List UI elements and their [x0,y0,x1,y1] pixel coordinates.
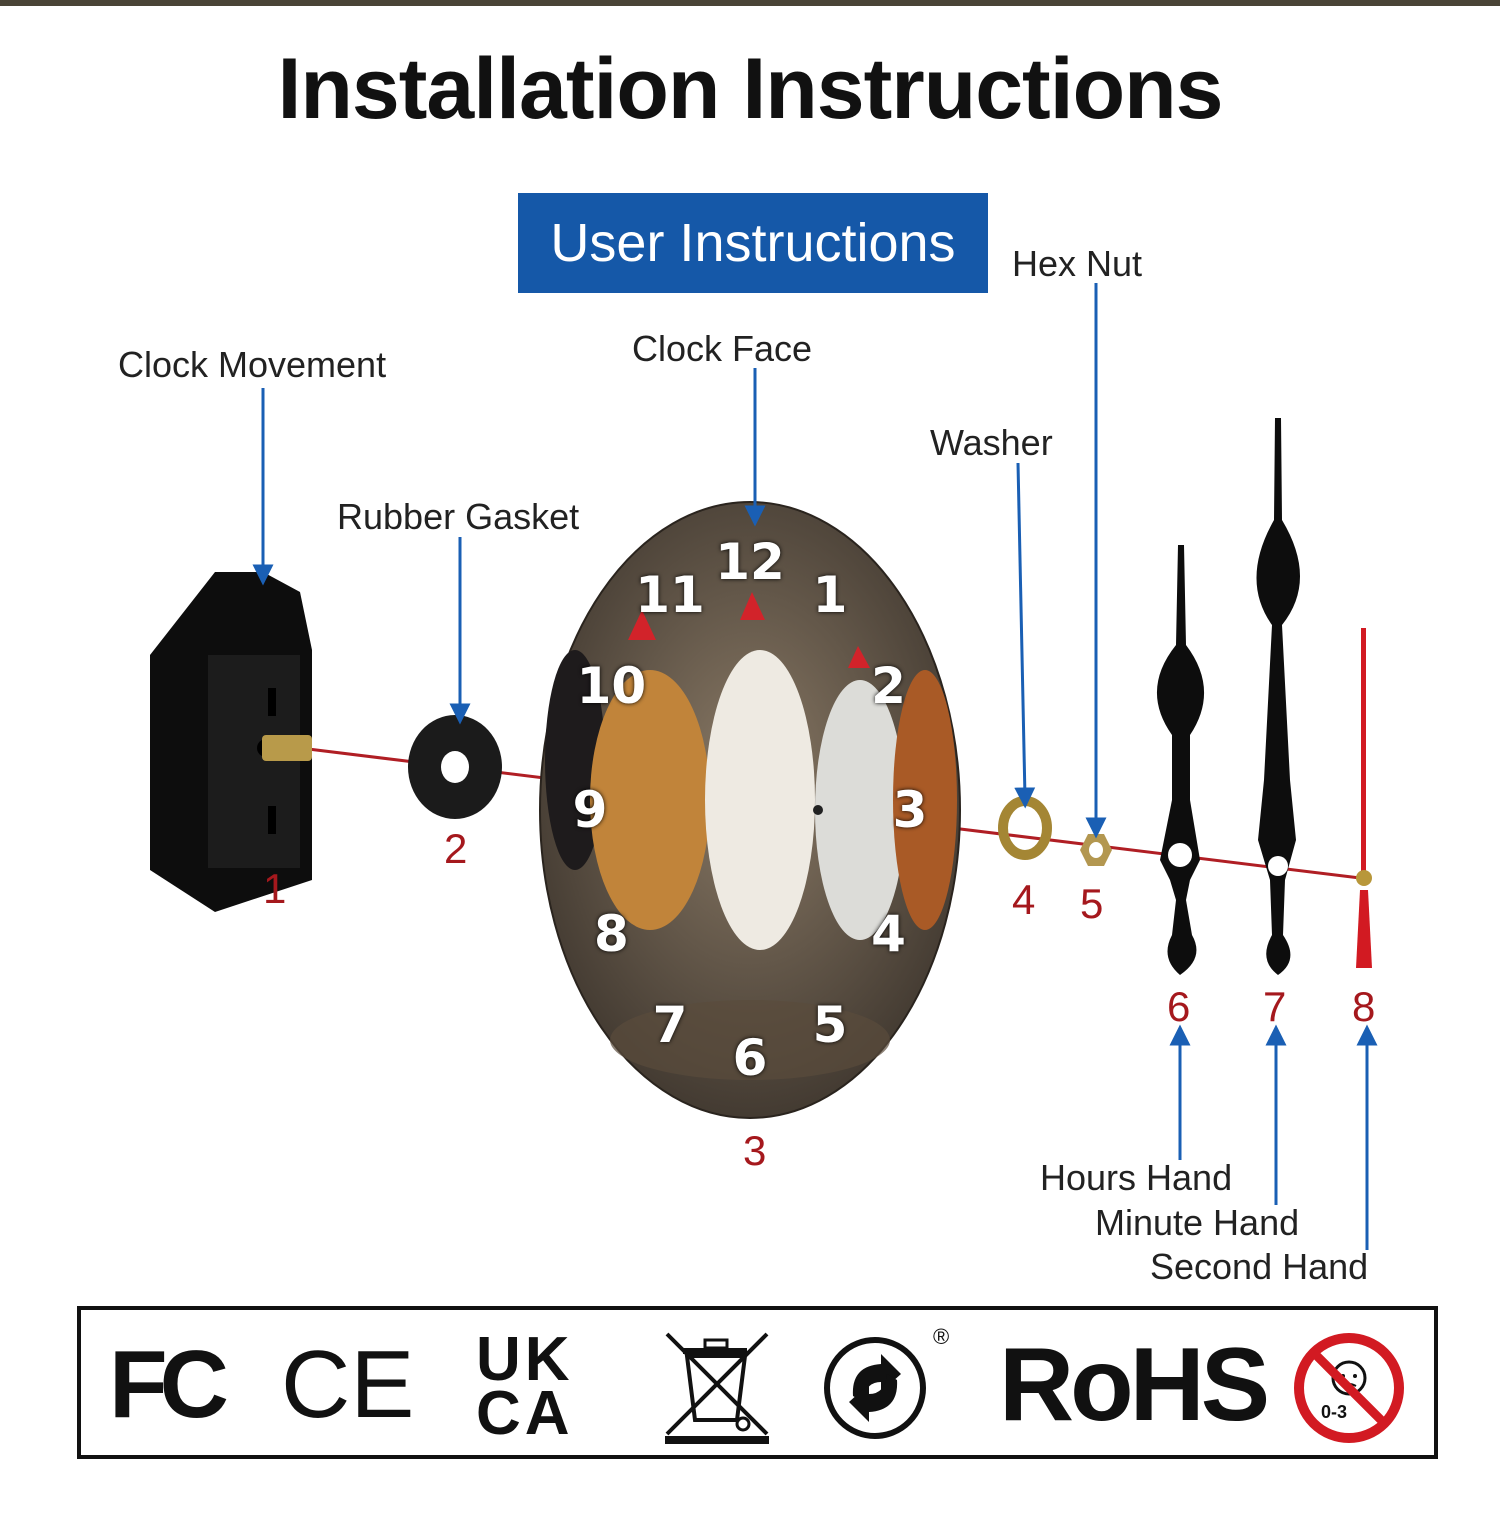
arrow-washer [1018,463,1025,798]
fc-logo: FC [109,1330,221,1440]
clock-numeral: 1 [813,566,848,624]
label-clock-face: Clock Face [632,328,812,370]
clock-numeral: 2 [871,657,906,715]
part-number-7: 7 [1263,983,1286,1031]
clock-numeral: 10 [577,657,647,715]
clock-numeral: 12 [715,533,785,591]
chicken-white-right [815,680,905,940]
registered-mark: ® [933,1324,949,1350]
part-number-5: 5 [1080,880,1103,928]
green-dot-icon [823,1332,935,1440]
age-label: 0-3 [1321,1402,1347,1423]
ukca-logo: UK CA [476,1332,611,1442]
part-number-6: 6 [1167,983,1190,1031]
label-hex-nut: Hex Nut [1012,243,1142,285]
clock-movement [150,572,312,912]
clock-numeral: 6 [733,1029,768,1087]
clock-numeral: 9 [573,781,608,839]
chicken-white-center [705,650,815,950]
hex-nut [1080,834,1112,866]
clock-numeral: 11 [635,566,705,624]
certification-box: FC CE UK CA ® RoHS 0-3 [77,1306,1438,1459]
washer [1003,801,1047,855]
clock-numeral: 4 [871,905,906,963]
label-second-hand: Second Hand [1150,1246,1368,1288]
part-number-1: 1 [263,865,286,913]
label-clock-movement: Clock Movement [118,344,386,386]
ce-logo: CE [281,1330,414,1440]
part-number-2: 2 [444,825,467,873]
weee-bin-icon [661,1328,773,1446]
age-warning-icon [1293,1332,1405,1444]
clock-numeral: 8 [594,905,629,963]
minute-hand [1256,418,1300,975]
label-washer: Washer [930,422,1053,464]
label-hours-hand: Hours Hand [1040,1157,1232,1199]
rubber-gasket [408,715,502,819]
clock-numeral: 3 [893,781,928,839]
part-number-3: 3 [743,1127,766,1175]
clock-numeral: 5 [813,996,848,1054]
rohs-logo: RoHS [999,1326,1266,1445]
second-hand [1356,628,1372,968]
ukca-bottom: CA [476,1378,574,1449]
hours-hand [1157,545,1204,975]
part-number-8: 8 [1352,983,1375,1031]
part-number-4: 4 [1012,876,1035,924]
label-minute-hand: Minute Hand [1095,1202,1299,1244]
label-rubber-gasket: Rubber Gasket [337,496,579,538]
clock-numeral: 7 [653,996,688,1054]
